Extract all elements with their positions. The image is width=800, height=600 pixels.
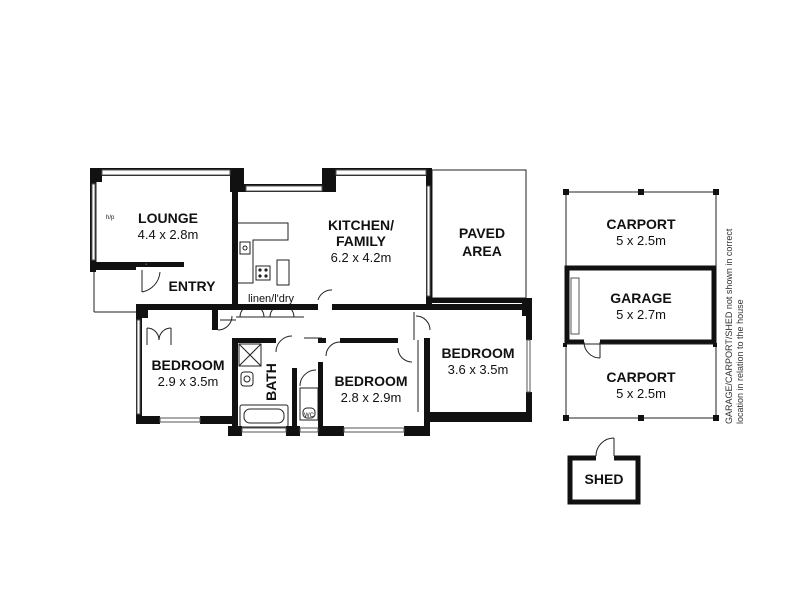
room-dims-bed2: 2.8 x 2.9m <box>341 390 402 405</box>
house-windows <box>91 169 531 433</box>
room-name-bed3: BEDROOM <box>441 345 514 361</box>
area-name-paved-1: PAVED <box>459 225 505 241</box>
room-dims-garage: 5 x 2.7m <box>616 307 666 322</box>
room-dims-lounge: 4.4 x 2.8m <box>138 227 199 242</box>
room-name-lounge: LOUNGE <box>138 210 198 226</box>
room-name-bath: BATH <box>263 363 279 401</box>
room-name-entry: ENTRY <box>169 278 217 294</box>
location-note-line-1: GARAGE/CARPORT/SHED not shown in correct <box>724 228 734 424</box>
room-name-carport-1: CARPORT <box>606 216 676 232</box>
house-walls <box>90 168 532 436</box>
room-name-garage: GARAGE <box>610 290 671 306</box>
fixture-wc-label: WC <box>304 413 315 419</box>
location-note-line-2: location in relation to the house <box>735 299 745 424</box>
room-labels: LOUNGE 4.4 x 2.8m h/p KITCHEN/ FAMILY 6.… <box>106 210 745 487</box>
room-name-bed2: BEDROOM <box>334 373 407 389</box>
room-dims-kitchen: 6.2 x 4.2m <box>331 250 392 265</box>
room-name-shed: SHED <box>585 471 624 487</box>
room-dims-bed3: 3.6 x 3.5m <box>448 362 509 377</box>
room-name-kitchen-1: KITCHEN/ <box>328 217 394 233</box>
fixture-hp-label: h/p <box>106 215 115 221</box>
room-dims-carport-1: 5 x 2.5m <box>616 233 666 248</box>
room-dims-carport-2: 5 x 2.5m <box>616 386 666 401</box>
area-name-paved-2: AREA <box>462 243 502 259</box>
room-dims-bed1: 2.9 x 3.5m <box>158 374 219 389</box>
room-name-linen: linen/l'dry <box>248 293 295 305</box>
room-name-kitchen-2: FAMILY <box>336 233 387 249</box>
house-outline <box>93 169 527 428</box>
outbuildings <box>563 189 719 505</box>
room-name-bed1: BEDROOM <box>151 357 224 373</box>
room-name-carport-2: CARPORT <box>606 369 676 385</box>
